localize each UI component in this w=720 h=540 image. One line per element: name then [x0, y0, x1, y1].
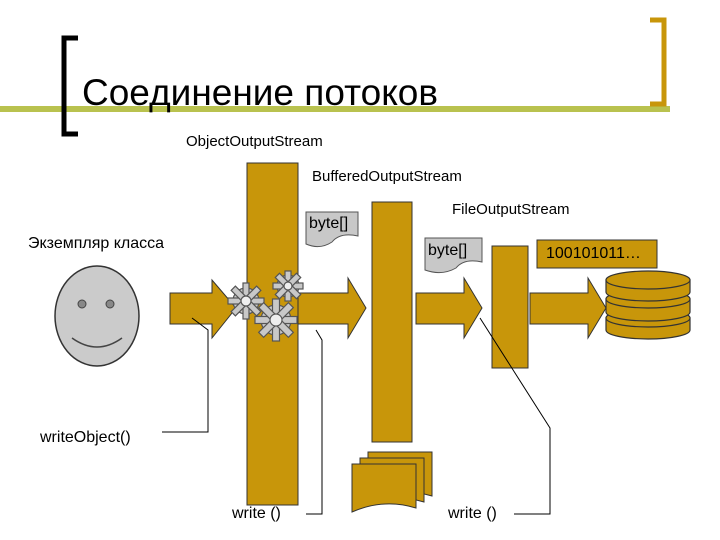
write-object-label: writeObject() — [40, 430, 131, 446]
buffered-stream-bar — [372, 202, 412, 442]
database-icon — [606, 271, 690, 339]
buffered-output-stream-label: BufferedOutputStream — [312, 169, 462, 184]
binary-output-label: 100101011… — [546, 246, 641, 262]
write-label-1: write () — [232, 506, 281, 522]
flow-arrow-2 — [298, 278, 366, 338]
buffer-pages-icon — [352, 452, 432, 512]
flow-arrow-3 — [416, 278, 482, 338]
byte-array-label-1: byte[] — [309, 216, 348, 232]
write-label-2: write () — [448, 506, 497, 522]
file-stream-bar — [492, 246, 528, 368]
left-bracket — [64, 38, 78, 134]
slide-title: Соединение потоков — [82, 72, 438, 114]
flow-arrow-1 — [170, 280, 236, 338]
flow-arrow-4 — [530, 278, 606, 338]
object-face-icon — [55, 266, 139, 366]
byte-array-label-2: byte[] — [428, 243, 467, 259]
right-bracket — [650, 20, 664, 104]
class-instance-label: Экземпляр класса — [28, 236, 164, 252]
file-output-stream-label: FileOutputStream — [452, 202, 570, 217]
object-output-stream-label: ObjectOutputStream — [186, 134, 323, 149]
